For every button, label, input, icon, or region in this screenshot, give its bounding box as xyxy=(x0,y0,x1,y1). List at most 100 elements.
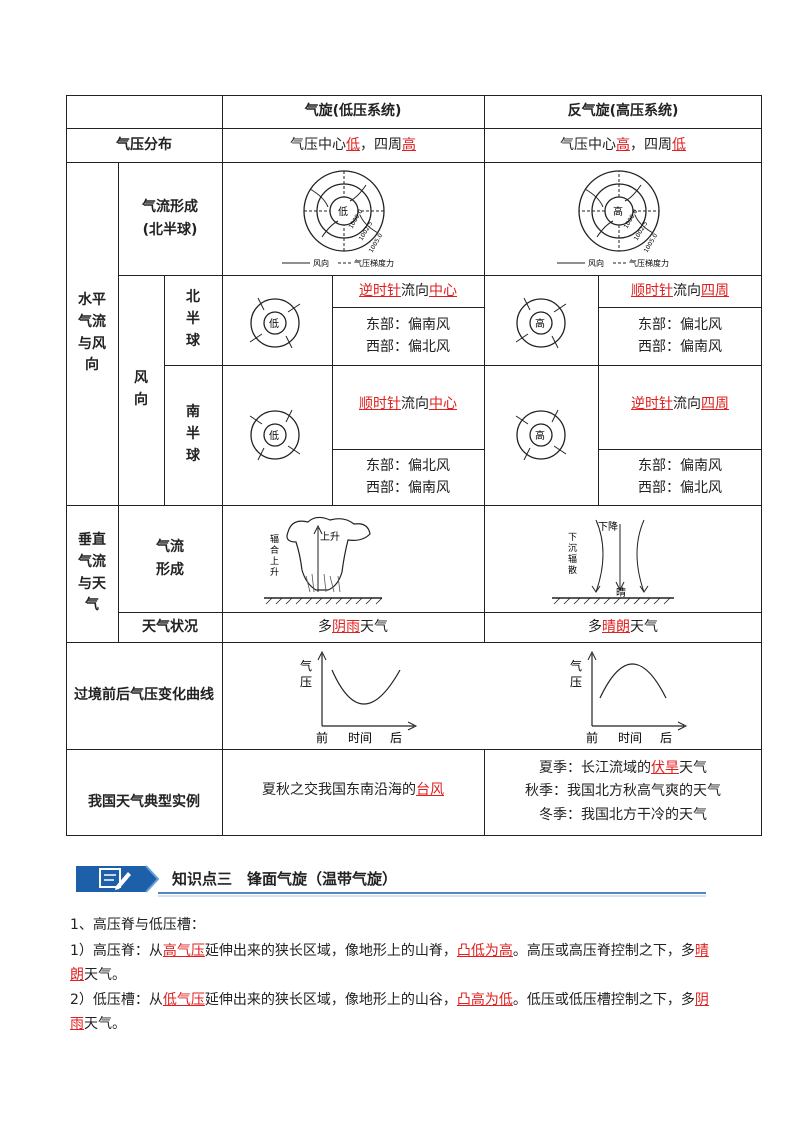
south-anticyclone-diagram: 高 xyxy=(515,409,567,461)
vline xyxy=(484,749,485,836)
label-line: 球 xyxy=(186,447,200,464)
text: 天气 xyxy=(360,618,388,635)
diverge-char: 下 xyxy=(568,533,577,543)
highlight: 低 xyxy=(672,136,686,153)
highlight: 四周 xyxy=(701,396,729,412)
weather-label: 天气状况 xyxy=(142,618,198,635)
west-wind: 西部：偏南风 xyxy=(638,339,722,355)
west-wind: 西部：偏北风 xyxy=(638,480,722,496)
low-label: 低 xyxy=(338,205,348,218)
diverge-char: 辐 xyxy=(568,553,577,565)
axis-x: 前 xyxy=(316,730,328,744)
label-line: 半 xyxy=(186,311,200,328)
text: 天气 xyxy=(679,760,707,777)
radial-char: 合 xyxy=(270,544,279,556)
text: 2）低压槽：从 xyxy=(70,992,163,1008)
vline xyxy=(164,275,165,505)
text: 。低压或低压槽控制之下，多 xyxy=(512,992,695,1008)
south-hemisphere-label: 南 半 球 xyxy=(164,365,222,505)
highlight: 中心 xyxy=(429,396,457,412)
north-cyclone-winds: 东部：偏南风 西部：偏北风 xyxy=(332,307,484,365)
axis-y: 气 xyxy=(300,658,312,673)
text: 1）高压脊：从 xyxy=(70,943,163,959)
text: 流向 xyxy=(401,282,429,299)
axis-x: 时间 xyxy=(618,731,642,744)
label-line: 风 xyxy=(134,370,148,387)
horizontal-label: 水平 气流 与风 向 xyxy=(66,162,118,505)
north-anticyclone-direction: 顺时针流向四周 xyxy=(598,275,762,307)
hline xyxy=(118,275,762,276)
label-line: 与风 xyxy=(78,335,106,352)
axis-x: 前 xyxy=(586,730,598,744)
text: 。高压或高压脊控制之下，多 xyxy=(512,943,695,959)
weather-anticyclone: 多晴朗天气 xyxy=(484,612,762,642)
highlight: 台风 xyxy=(416,782,444,798)
hline xyxy=(66,505,762,506)
low-label: 低 xyxy=(269,317,279,330)
text: 流向 xyxy=(401,396,429,412)
example-anticyclone: 夏季：长江流域的伏旱天气 秋季：我国北方秋高气爽的天气 冬季：我国北方干冷的天气 xyxy=(484,749,762,835)
south-anticyclone-winds: 东部：偏南风 西部：偏北风 xyxy=(598,449,762,505)
cyclone-pressure-curve: 气 压 前 时间 后 xyxy=(300,650,418,744)
paragraph-3: 2）低压槽：从低气压延伸出来的狭长区域，像地形上的山谷，凸高为低。低压或低压槽控… xyxy=(70,989,722,1037)
highlight: 逆时针 xyxy=(631,396,673,412)
text: 气压中心 xyxy=(560,136,616,153)
text: ，四周 xyxy=(360,136,402,153)
text: 延伸出来的狭长区域，像地形上的山脊， xyxy=(204,943,457,959)
label-line: 气流 xyxy=(78,553,106,570)
hline xyxy=(66,642,762,643)
hline xyxy=(66,162,762,163)
text: 天气。 xyxy=(84,966,126,983)
cyclone-isobar-diagram: 低 1000.0 1002.5 1005.0 风向 气压梯度力 xyxy=(282,170,394,268)
pressure-cyclone: 气压中心低，四周高 xyxy=(222,128,484,162)
legend-wind: 风向 xyxy=(588,258,604,268)
hline xyxy=(66,128,762,129)
label-line: 形成 xyxy=(156,561,184,578)
section-banner xyxy=(76,865,706,897)
sinking-air-diagram: 下降 下 沉 辐 散 晴 xyxy=(552,519,674,605)
text: ，四周 xyxy=(630,136,672,153)
highlight: 阴雨 xyxy=(332,618,360,635)
isobar-value: 1005.0 xyxy=(368,232,385,254)
text: 夏秋之交我国东南沿海的 xyxy=(262,782,416,798)
highlight: 逆时针 xyxy=(359,282,401,299)
isobar-value: 1002.5 xyxy=(633,220,650,242)
label-line: 垂直 xyxy=(78,532,106,549)
east-wind: 东部：偏北风 xyxy=(638,316,722,333)
highlight: 阴 xyxy=(694,992,709,1008)
legend-wind: 风向 xyxy=(313,258,329,268)
low-label: 低 xyxy=(269,429,279,442)
radial-char: 辐 xyxy=(270,533,279,545)
label-line: 北 xyxy=(186,289,200,306)
table-border-top xyxy=(66,95,762,96)
text: 天气。 xyxy=(84,1015,126,1032)
highlight: 中心 xyxy=(429,282,457,299)
highlight: 晴朗 xyxy=(602,618,630,635)
radial-char: 升 xyxy=(270,567,279,578)
rising-air-diagram: 上升 辐 合 上 升 xyxy=(264,516,383,605)
label-line: 气流形成 xyxy=(142,199,198,216)
vline xyxy=(222,95,223,836)
highlight: 四周 xyxy=(701,282,729,299)
legend-force: 气压梯度力 xyxy=(629,258,669,268)
pressure-label: 气压分布 xyxy=(116,136,172,153)
isobar-value: 1002.5 xyxy=(358,220,375,242)
label-line: 向 xyxy=(85,357,99,374)
north-hemisphere-label: 北 半 球 xyxy=(164,275,222,365)
label-line: 南 xyxy=(186,404,200,421)
north-cyclone-direction: 逆时针流向中心 xyxy=(332,275,484,307)
hline xyxy=(164,365,762,366)
axis-y: 气 xyxy=(570,658,582,673)
table-border-right xyxy=(761,95,762,836)
north-anticyclone-diagram: 高 xyxy=(515,297,567,349)
highlight: 朗 xyxy=(70,966,84,983)
text: 夏季：长江流域的 xyxy=(539,760,651,777)
hline xyxy=(598,307,762,308)
curve-label: 过境前后气压变化曲线 xyxy=(74,687,214,704)
autumn-example: 秋季：我国北方秋高气爽的天气 xyxy=(525,783,721,800)
hline xyxy=(332,449,484,450)
text: 气压中心 xyxy=(290,136,346,153)
axis-y: 压 xyxy=(300,675,312,689)
isobar-value: 1005.0 xyxy=(643,232,660,254)
sink-label: 下降 xyxy=(598,520,618,533)
